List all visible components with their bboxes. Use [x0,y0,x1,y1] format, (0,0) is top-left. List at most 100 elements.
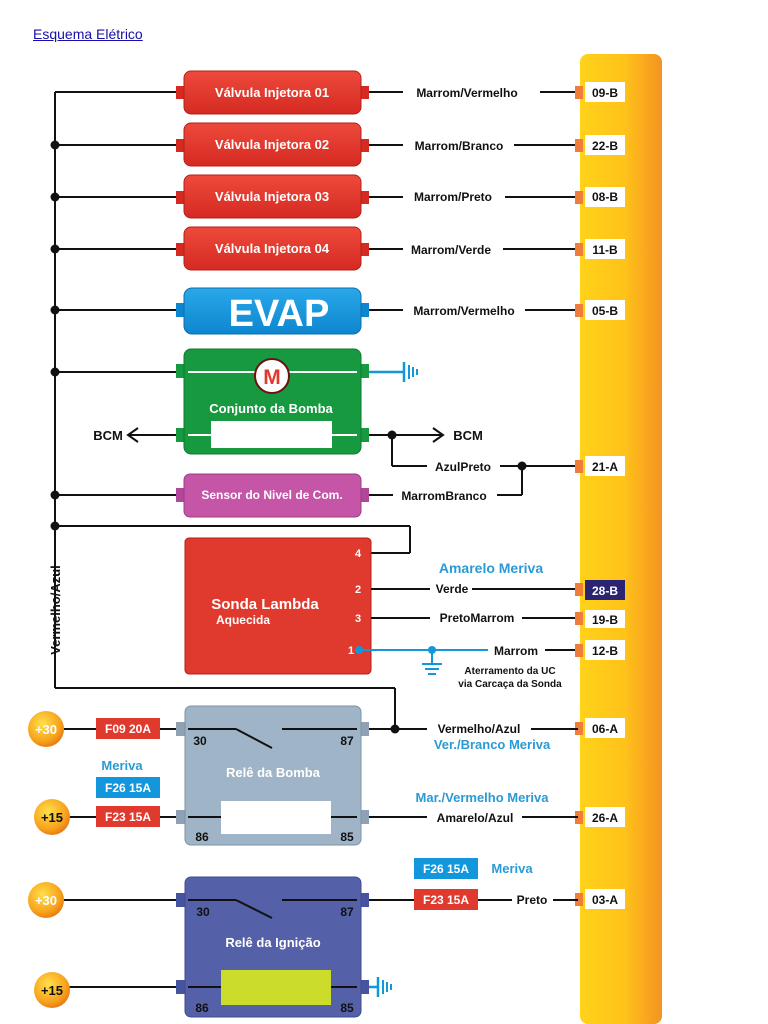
fuse-f23-right: F23 15A [414,889,478,910]
svg-text:12-B: 12-B [592,644,618,658]
fuel-pump-label: Conjunto da Bomba [209,401,333,416]
bus-junctions [50,140,60,531]
power-30-ign: +30 [28,882,64,918]
pin-05b: 05-B [575,300,625,320]
svg-text:09-B: 09-B [592,86,618,100]
note-ver-branco-meriva: Ver./Branco Meriva [434,737,551,752]
wire-09b-label: Marrom/Vermelho [416,86,517,100]
ign-ground-icon [369,977,392,997]
svg-text:03-A: 03-A [592,893,618,907]
pin-09b: 09-B [575,82,625,102]
note-amarelo-meriva: Amarelo Meriva [439,560,543,576]
svg-text:F23 15A: F23 15A [423,893,469,907]
ign-relay-pin-87: 87 [340,905,354,919]
motor-label: M [263,366,281,389]
svg-text:F23 15A: F23 15A [105,810,151,824]
lambda-title: Sonda Lambda [211,596,319,613]
ign-relay-label: Relê da Ignição [225,935,320,950]
pin-21a: 21-A [575,456,625,476]
ign-relay-pin-86: 86 [195,1001,209,1015]
injector-3: Válvula Injetora 03 [176,174,369,219]
ign-relay-pin-30: 30 [196,905,210,919]
power-30-pump: +30 [28,711,64,747]
svg-text:22-B: 22-B [592,139,618,153]
bcm-right-label: BCM [453,428,483,443]
level-wire [369,466,523,496]
injector-4-label: Válvula Injetora 04 [215,241,330,256]
injector-2-label: Válvula Injetora 02 [215,137,329,152]
injector-2: Válvula Injetora 02 [176,122,369,167]
note-meriva-right: Meriva [491,861,533,876]
lambda-ground-wire [359,649,488,675]
pin-08b: 08-B [575,187,625,207]
pump-relay-pin-30: 30 [193,734,207,748]
pin-11b: 11-B [575,239,625,259]
bcm-wires [126,427,578,467]
svg-text:+15: +15 [41,810,63,825]
svg-text:26-A: 26-A [592,811,618,825]
fuse-f26-right: F26 15A [414,858,478,879]
svg-text:05-B: 05-B [592,304,618,318]
lambda-pin1-dot [355,646,363,654]
note-ground-line1: Aterramento da UC [464,666,555,677]
pump-ground-icon [369,362,418,382]
wire-26a-label: Amarelo/Azul [437,811,514,825]
fuse-f23-left: F23 15A [96,806,160,827]
esquema-eletrico-link[interactable]: Esquema Elétrico [33,26,143,42]
pump-relay-label: Relê da Bomba [226,765,321,780]
svg-text:21-A: 21-A [592,460,618,474]
pin-03a: 03-A [575,889,625,909]
ignition-relay: 30 87 86 85 Relê da Ignição [176,876,369,1018]
wire-12b-label: Marrom [494,644,538,658]
injector-1: Válvula Injetora 01 [176,70,369,115]
pin-26a: 26-A [575,807,625,827]
pin-06a: 06-A [575,718,625,738]
fuse-f26-left: F26 15A [96,777,160,798]
fuel-pump-module: M Conjunto da Bomba [176,348,369,455]
svg-text:+30: +30 [35,722,57,737]
wire-28b-label: Verde [436,582,469,596]
pump-relay: 30 87 86 85 Relê da Bomba [176,705,369,846]
svg-text:+30: +30 [35,893,57,908]
bcm-left-label: BCM [93,428,123,443]
note-mar-vermelho-meriva: Mar./Vermelho Meriva [416,790,550,805]
left-bus-wire [54,92,396,729]
evap-module: EVAP [176,287,369,335]
wire-19b-label: PretoMarrom [440,611,515,625]
svg-text:11-B: 11-B [592,243,618,257]
power-15-ign: +15 [34,972,70,1008]
wire-11b-label: Marrom/Verde [411,243,491,257]
injector-3-label: Válvula Injetora 03 [215,189,329,204]
left-bus-label: Vermelho/Azul [48,565,63,655]
svg-text:28-B: 28-B [592,584,618,598]
motor-icon [254,358,290,394]
wire-21a-label: AzulPreto [435,460,491,474]
wire-level-label: MarromBranco [401,489,486,503]
wire-03a-label: Preto [517,893,548,907]
fuel-level-sensor: Sensor do Nivel de Com. [176,473,369,518]
level-junction [517,461,527,471]
lambda-pin-4: 4 [355,548,362,560]
wire-06a-label: Vermelho/Azul [438,722,521,736]
fuel-level-sensor-label: Sensor do Nivel de Com. [201,488,342,502]
pump-relay-wires [64,728,578,818]
ign-relay-pin-85: 85 [340,1001,354,1015]
lambda-wires [371,588,578,651]
ecu-wires [369,91,578,311]
power-15-pump: +15 [34,799,70,835]
lambda-pin-2: 2 [355,584,361,596]
note-ground-line2: via Carcaça da Sonda [458,679,562,690]
svg-text:F09 20A: F09 20A [105,722,151,736]
pump-relay-pin-85: 85 [340,830,354,844]
injector-4: Válvula Injetora 04 [176,226,369,271]
lambda-pin-1: 1 [348,645,354,657]
pump-relay-junction [390,724,400,734]
svg-text:19-B: 19-B [592,613,618,627]
svg-text:06-A: 06-A [592,722,618,736]
pin-22b: 22-B [575,135,625,155]
ign-relay-wires [64,899,578,988]
wire-22b-label: Marrom/Branco [415,139,504,153]
pump-relay-pin-87: 87 [340,734,354,748]
svg-text:F26 15A: F26 15A [423,862,469,876]
